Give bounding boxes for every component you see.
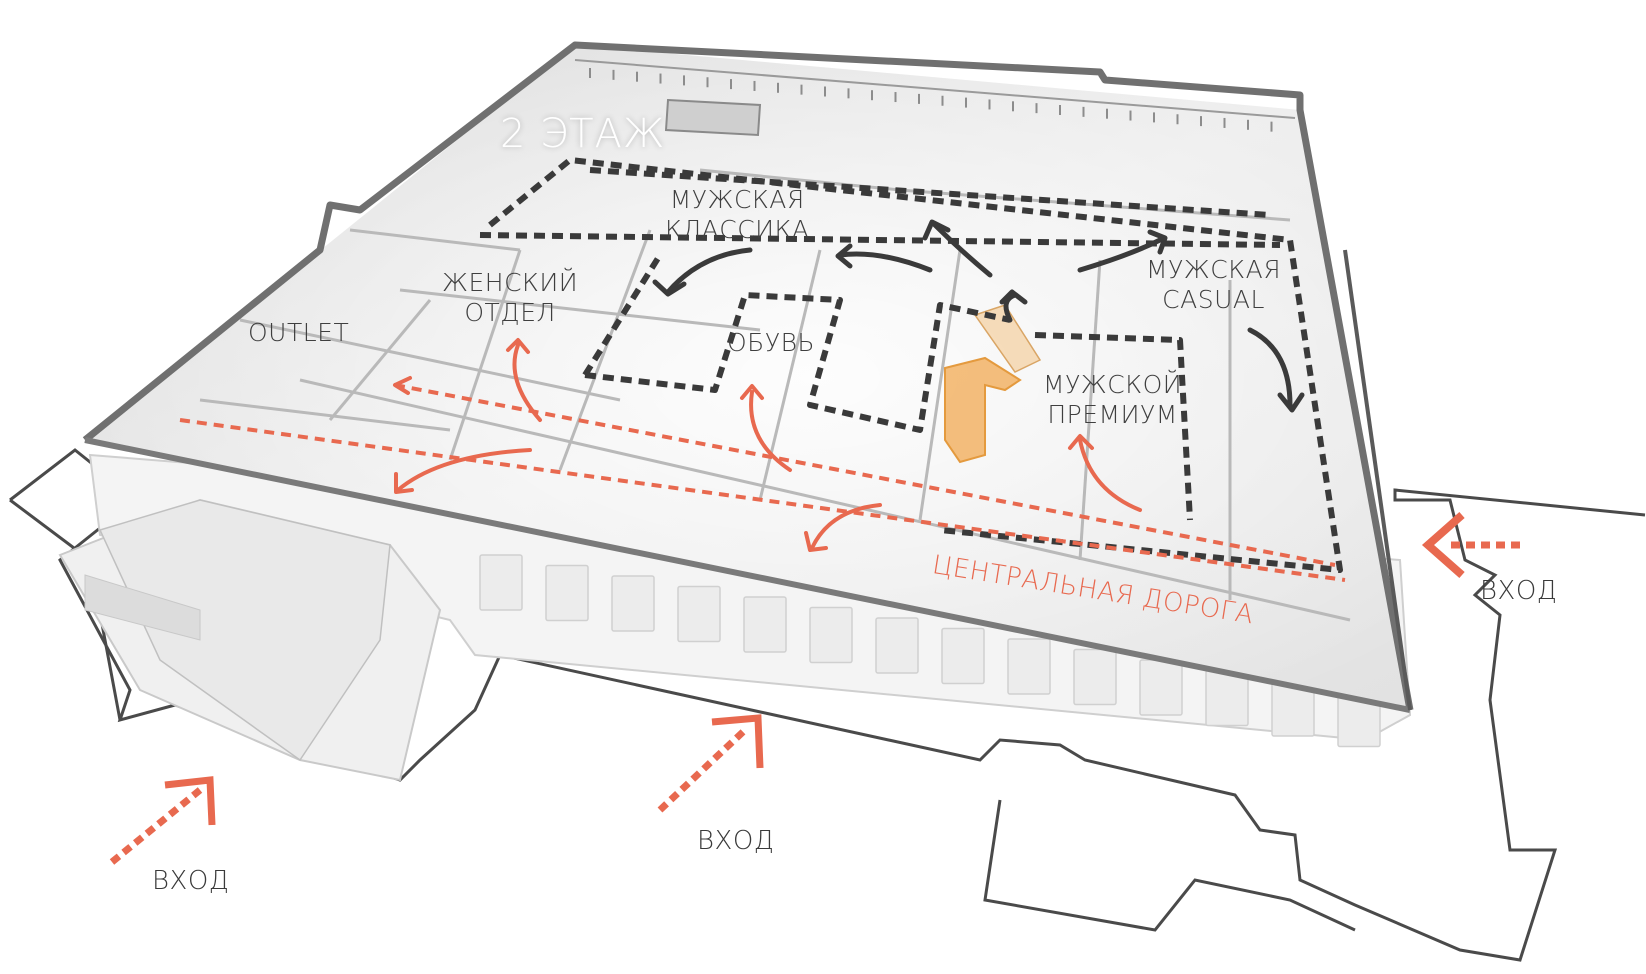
- zone-label-men-casual-line2: CASUAL: [1162, 285, 1265, 314]
- left-annex-roof: [98, 499, 391, 762]
- entrance-label-center: ВХОД: [697, 826, 775, 856]
- dark-route-arrow: [922, 219, 951, 241]
- entrance-label-left: ВХОД: [152, 866, 230, 896]
- central-road-line: [179, 418, 1346, 582]
- route-arrows-red: [393, 338, 1142, 552]
- facade-panel: [875, 617, 919, 674]
- zone-label-outlet: OUTLET: [248, 318, 350, 347]
- partition-wall: [299, 378, 1351, 622]
- dark-route-arrow: [1077, 237, 1163, 273]
- red-route-arrow: [1068, 434, 1094, 450]
- central-road-line: [394, 383, 1336, 567]
- facade-panel: [611, 575, 655, 632]
- facade-panel: [479, 554, 523, 611]
- red-route-arrow: [396, 448, 532, 492]
- facade-panel: [1073, 648, 1117, 706]
- facade-panel: [809, 606, 853, 664]
- back-wall-ledge: [574, 59, 1296, 119]
- outer-wall: [82, 41, 1414, 711]
- partition-wall: [239, 318, 621, 402]
- zone-label-men-casual: МУЖСКАЯ CASUAL: [1146, 255, 1281, 315]
- facade-panel: [1139, 659, 1183, 716]
- dark-route-arrow: [1003, 292, 1018, 323]
- partition-wall: [349, 228, 521, 252]
- zone-label-men-premium: МУЖСКОЙ ПРЕМИУМ: [1043, 370, 1182, 430]
- dark-route-arrow: [1247, 327, 1293, 408]
- dark-route-segment: [1034, 332, 1193, 521]
- ground-outline-lower: [983, 799, 1356, 932]
- facade-panel: [545, 564, 589, 622]
- front-wall-edge: [84, 437, 1411, 713]
- right-wall-edge: [1343, 249, 1412, 711]
- dark-route-arrow: [1277, 392, 1305, 413]
- zone-label-women-line1: ЖЕНСКИЙ: [442, 268, 579, 297]
- red-route-arrow: [506, 338, 530, 354]
- red-route-arrow: [394, 472, 414, 494]
- dark-route-segment: [582, 253, 663, 377]
- dark-route-arrow: [652, 279, 687, 297]
- facade-panel: [677, 585, 721, 643]
- partition-wall: [199, 398, 451, 432]
- entrance-label-right: ВХОД: [1480, 576, 1558, 606]
- red-route-arrow: [740, 384, 764, 400]
- zone-label-men-premium-line1: МУЖСКОЙ: [1043, 370, 1183, 399]
- red-route-arrow: [393, 376, 412, 395]
- partition-wall: [448, 249, 522, 461]
- facade-panel: [941, 627, 985, 685]
- entrance-arrow-left: [109, 776, 216, 865]
- floor-title: 2 ЭТАЖ: [500, 111, 666, 157]
- partition-wall: [918, 249, 962, 521]
- route-arrows-dark: [652, 219, 1305, 413]
- dark-route-segment: [589, 167, 1271, 218]
- zone-label-men-casual-line1: МУЖСКАЯ: [1146, 255, 1282, 284]
- partition-wall: [328, 299, 432, 421]
- customer-route-dark: [479, 157, 1343, 573]
- red-route-arrow: [749, 390, 792, 472]
- partition-wall: [1078, 259, 1102, 561]
- dark-route-segment: [584, 292, 1011, 433]
- back-room: [664, 98, 762, 137]
- stair-upper: [973, 304, 1042, 373]
- dark-route-arrow: [999, 289, 1028, 305]
- facade-panels: [479, 554, 1381, 748]
- left-annex-window: [84, 574, 201, 641]
- zone-label-women: ЖЕНСКИЙ ОТДЕЛ: [442, 268, 578, 328]
- facade-panel: [743, 596, 787, 653]
- zone-label-men-classic-line1: МУЖСКАЯ: [669, 185, 805, 214]
- dark-route-arrow: [835, 243, 853, 269]
- dark-route-segment: [479, 232, 1281, 248]
- zone-label-shoes: ОБУВЬ: [727, 328, 816, 357]
- entrance-arrow-center: [657, 714, 764, 813]
- red-route-arrow: [512, 343, 542, 422]
- zone-label-men-premium-line2: ПРЕМИУМ: [1047, 400, 1178, 429]
- red-route-arrow: [804, 531, 828, 552]
- red-route-arrow: [1078, 438, 1142, 512]
- back-wall-windows: [589, 68, 1273, 132]
- entrance-arrow-right: [1421, 512, 1520, 578]
- dark-route-arrow: [665, 247, 753, 295]
- partition-wall: [399, 288, 761, 332]
- red-route-arrow: [810, 503, 882, 550]
- partition-wall: [558, 229, 652, 471]
- facade-panel: [1007, 638, 1051, 695]
- zone-label-men-classic: МУЖСКАЯ КЛАССИКА: [665, 185, 809, 245]
- zone-label-women-line2: ОТДЕЛ: [464, 298, 556, 327]
- central-road-route: [179, 383, 1346, 582]
- zone-label-men-classic-line2: КЛАССИКА: [665, 215, 810, 244]
- dark-route-arrow: [1147, 229, 1168, 255]
- dark-route-arrow: [932, 222, 993, 278]
- stair-highlight: [944, 356, 1022, 464]
- dark-route-arrow: [837, 251, 933, 273]
